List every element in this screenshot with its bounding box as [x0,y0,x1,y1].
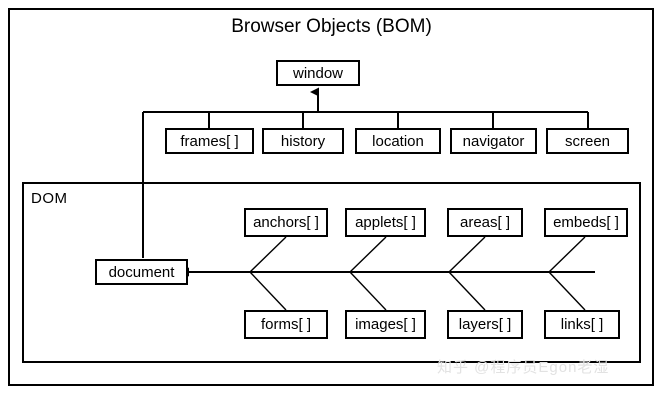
node-embeds-label: embeds[ ] [553,214,619,231]
watermark: 知乎 @程序员Egon老湿 [437,359,610,376]
node-applets[interactable]: applets[ ] [345,208,426,237]
node-layers[interactable]: layers[ ] [447,310,523,339]
node-forms-label: forms[ ] [260,316,311,333]
node-embeds[interactable]: embeds[ ] [544,208,628,237]
node-frames-label: frames[ ] [180,132,239,150]
node-images[interactable]: images[ ] [345,310,426,339]
node-frames[interactable]: frames[ ] [165,128,254,154]
node-areas-label: areas[ ] [459,214,511,231]
node-location-label: location [372,132,424,150]
node-links-label: links[ ] [560,316,604,333]
node-screen[interactable]: screen [546,128,629,154]
node-layers-label: layers[ ] [458,316,512,333]
node-history-label: history [280,132,326,150]
node-location[interactable]: location [355,128,441,154]
dom-group-label: DOM [31,190,68,207]
node-applets-label: applets[ ] [355,214,416,231]
node-images-label: images[ ] [355,316,416,333]
node-history[interactable]: history [262,128,344,154]
node-document[interactable]: document [95,259,188,285]
node-navigator-label: navigator [462,132,525,150]
node-screen-label: screen [564,132,611,150]
node-navigator[interactable]: navigator [450,128,537,154]
node-anchors-label: anchors[ ] [253,214,319,231]
node-window[interactable]: window [276,60,360,86]
diagram-title: Browser Objects (BOM) [231,16,432,37]
node-anchors[interactable]: anchors[ ] [244,208,328,237]
node-links[interactable]: links[ ] [544,310,620,339]
dom-frame [22,182,641,363]
browser-objects-frame [8,8,654,386]
node-document-label: document [108,263,175,281]
node-window-label: window [292,64,344,82]
node-forms[interactable]: forms[ ] [244,310,328,339]
node-areas[interactable]: areas[ ] [447,208,523,237]
